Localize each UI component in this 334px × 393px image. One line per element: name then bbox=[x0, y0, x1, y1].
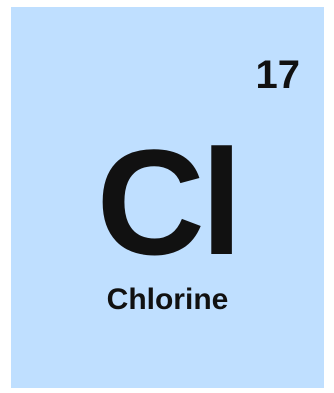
element-symbol: Cl bbox=[96, 118, 243, 286]
element-tile: 17 Cl Chlorine bbox=[11, 7, 324, 388]
element-name: Chlorine bbox=[106, 283, 229, 316]
atomic-number: 17 bbox=[255, 53, 301, 97]
